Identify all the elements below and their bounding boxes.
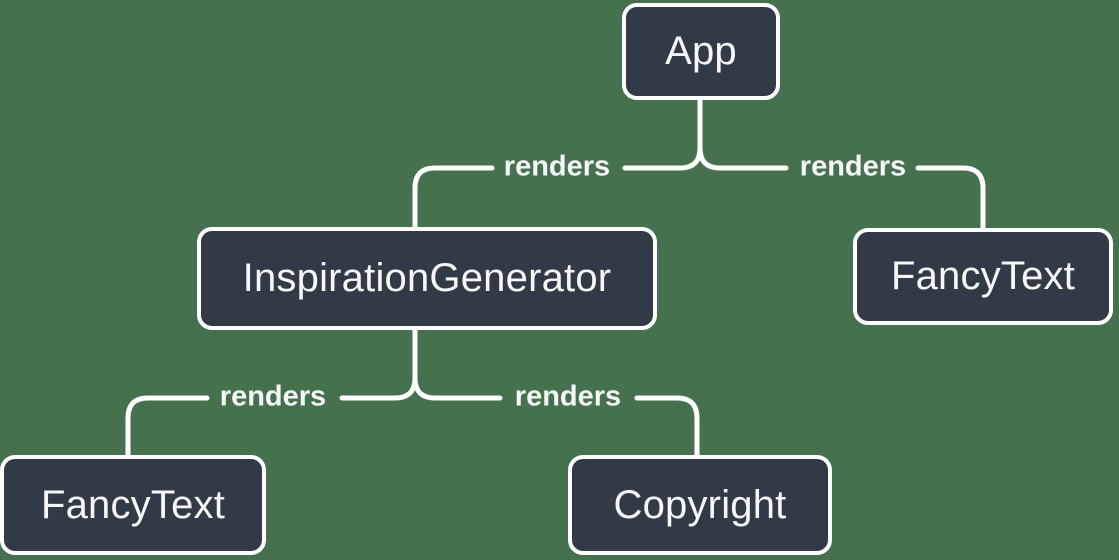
node-fancy-text-bottom-label: FancyText — [40, 482, 226, 527]
node-inspiration-generator-label: InspirationGenerator — [242, 256, 612, 300]
edge-app-to-fancytext-b — [915, 165, 986, 231]
node-fancy-text-bottom: FancyText — [0, 455, 266, 555]
edge-ig-to-copyright-a — [412, 375, 503, 401]
edge-label-app-inspirationgenerator: renders — [503, 150, 611, 183]
node-fancy-text-top: FancyText — [853, 228, 1113, 325]
edge-label-app-fancytext: renders — [799, 150, 907, 183]
edge-ig-to-copyright-b — [634, 395, 700, 458]
edge-app-to-inspirationgenerator-b — [412, 165, 495, 230]
node-fancy-text-top-label: FancyText — [890, 254, 1076, 298]
edge-app-to-inspirationgenerator-a — [622, 145, 703, 171]
edge-ig-to-fancytext-a — [339, 375, 418, 401]
edge-label-ig-copyright: renders — [514, 380, 622, 413]
edge-label-ig-fancytext: renders — [219, 380, 327, 413]
edge-ig-to-fancytext-b — [125, 395, 210, 458]
node-app-label: App — [665, 29, 737, 73]
node-app: App — [622, 3, 780, 100]
node-copyright-label: Copyright — [613, 482, 787, 527]
node-copyright: Copyright — [568, 455, 832, 555]
node-inspiration-generator: InspirationGenerator — [197, 227, 657, 330]
edge-app-to-fancytext-a — [697, 145, 789, 171]
